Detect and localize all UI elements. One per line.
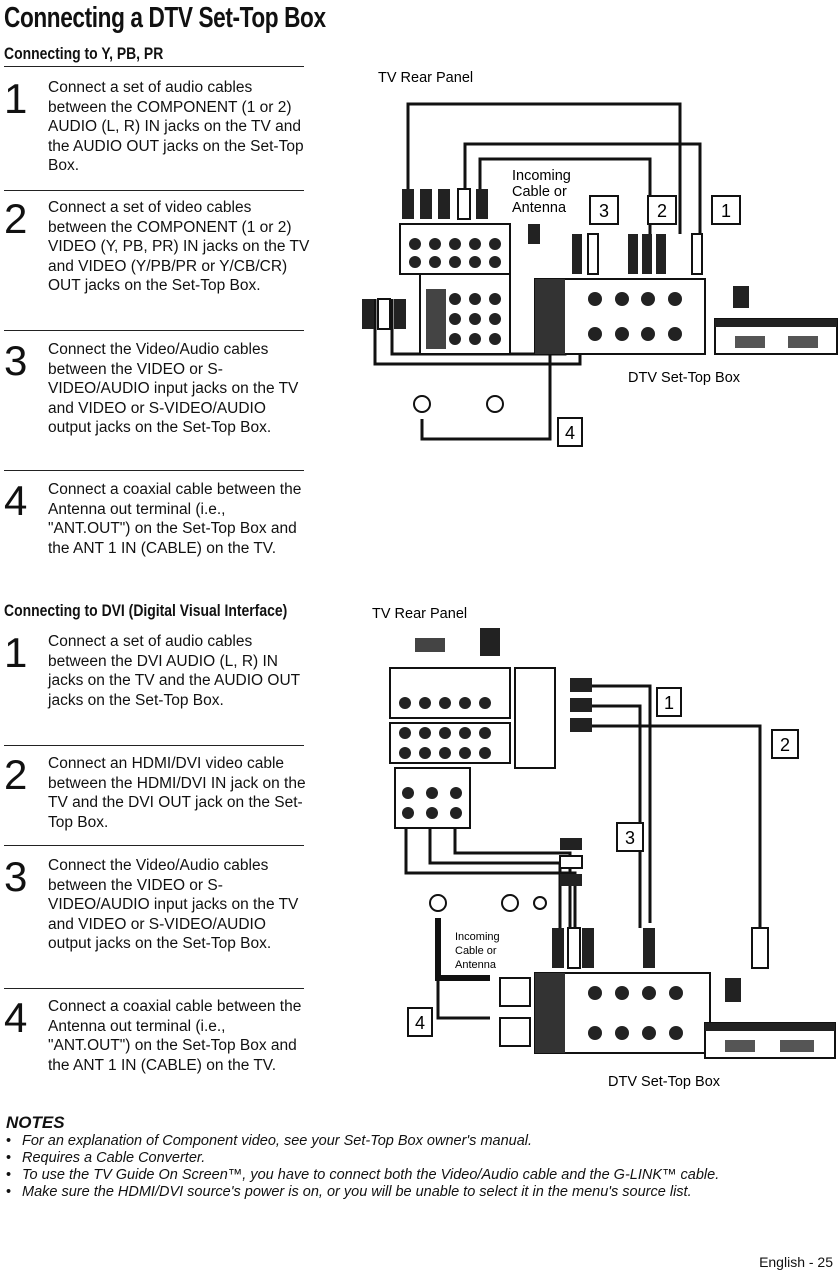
step-text: Connect a coaxial cable between the Ante… (48, 998, 302, 1074)
note-item: To use the TV Guide On Screen™, you have… (6, 1167, 831, 1184)
svg-text:1: 1 (664, 693, 674, 713)
svg-text:2: 2 (657, 201, 667, 221)
incoming-label-line1: Incoming (455, 931, 500, 943)
cable-lines (404, 684, 762, 1020)
stb-label: DTV Set-Top Box (608, 1074, 721, 1090)
cable-plugs (552, 678, 769, 969)
note-item: For an explanation of Component video, s… (6, 1133, 831, 1150)
dvi-connection-diagram: TV Rear Panel Incoming Cable or Antenna … (372, 606, 836, 1090)
step-text: Connect a set of audio cables between th… (48, 633, 300, 709)
page-title: Connecting a DTV Set-Top Box (4, 2, 326, 34)
divider (4, 330, 304, 331)
step-number: 3 (4, 853, 28, 900)
incoming-label-line2: Cable or (455, 945, 497, 957)
svg-text:3: 3 (599, 201, 609, 221)
tv-rear-panel-label: TV Rear Panel (378, 70, 473, 86)
divider (4, 845, 304, 846)
incoming-label-line2: Cable or (512, 184, 567, 200)
svg-text:2: 2 (780, 735, 790, 755)
set-top-box (499, 972, 836, 1059)
incoming-antenna-plug (528, 224, 540, 244)
step-text: Connect a coaxial cable between the Ante… (48, 481, 302, 557)
set-top-box (534, 278, 838, 355)
callout-1: 1 (656, 687, 682, 717)
step-number: 4 (4, 477, 28, 524)
antenna-jacks (429, 894, 547, 912)
incoming-label-line3: Antenna (512, 200, 567, 216)
note-item: Make sure the HDMI/DVI source's power is… (6, 1184, 831, 1201)
section-title-dvi: Connecting to DVI (Digital Visual Interf… (4, 601, 288, 620)
incoming-label-line1: Incoming (512, 168, 571, 184)
callout-4: 4 (407, 1007, 433, 1037)
callout-2: 2 (771, 729, 799, 759)
tv-rear-panel-label: TV Rear Panel (372, 606, 467, 622)
step-text: Connect an HDMI/DVI video cable between … (48, 755, 306, 831)
component-connection-diagram: TV Rear Panel Incoming Cable or Antenna … (362, 70, 838, 447)
step-number: 3 (4, 337, 28, 384)
notes-list: For an explanation of Component video, s… (6, 1133, 831, 1201)
antenna-jacks (413, 395, 504, 413)
tv-rear-panel (399, 223, 511, 355)
divider (4, 470, 304, 471)
step-text: Connect the Video/Audio cables between t… (48, 341, 299, 436)
svg-text:4: 4 (415, 1013, 425, 1033)
step-text: Connect a set of audio cables between th… (48, 79, 304, 174)
step-number: 2 (4, 751, 28, 798)
divider (4, 190, 304, 191)
callout-1: 1 (711, 195, 741, 225)
step-text: Connect a set of video cables between th… (48, 199, 310, 294)
page-footer: English - 25 (759, 1254, 833, 1270)
divider (4, 66, 304, 67)
step-number: 2 (4, 195, 28, 242)
svg-text:3: 3 (625, 828, 635, 848)
step-text: Connect the Video/Audio cables between t… (48, 857, 299, 952)
cable-plugs (362, 188, 703, 330)
step-number: 4 (4, 994, 28, 1041)
incoming-label-line3: Antenna (455, 959, 497, 971)
note-item: Requires a Cable Converter. (6, 1150, 831, 1167)
step-number: 1 (4, 629, 28, 676)
divider (4, 988, 304, 989)
divider (4, 745, 304, 746)
svg-text:1: 1 (721, 201, 731, 221)
svg-text:4: 4 (565, 423, 575, 443)
callout-3: 3 (589, 195, 619, 225)
stb-label: DTV Set-Top Box (628, 370, 741, 386)
tv-rear-panel (389, 628, 556, 829)
callout-2: 2 (647, 195, 677, 225)
step-number: 1 (4, 75, 28, 122)
callout-4: 4 (557, 417, 583, 447)
callout-3: 3 (616, 822, 644, 852)
notes-title: NOTES (6, 1113, 65, 1132)
section-title-component: Connecting to Y, PB, PR (4, 44, 164, 63)
